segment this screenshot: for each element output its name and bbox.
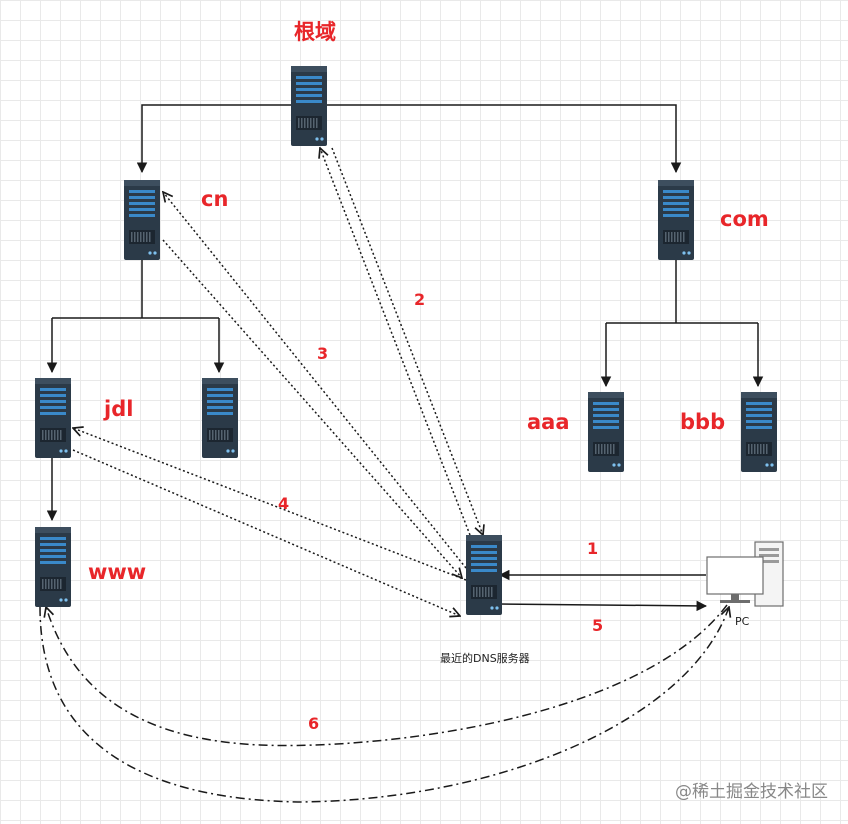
step-1-label: 1 xyxy=(587,539,599,558)
aaa-server-icon xyxy=(588,392,624,472)
jdl-server-icon xyxy=(35,378,71,458)
pc-label: PC xyxy=(735,615,750,628)
step-4-label: 4 xyxy=(278,494,290,513)
step-2-label: 2 xyxy=(414,290,426,309)
com-label: com xyxy=(720,207,769,231)
tree-connectors xyxy=(46,104,764,522)
cn-label: cn xyxy=(201,187,229,211)
step-3-label: 3 xyxy=(317,344,329,363)
aaa-label: aaa xyxy=(527,410,570,434)
dns-server-icon xyxy=(466,535,502,615)
www-server-icon xyxy=(35,527,71,607)
jdl-label: jdl xyxy=(104,397,134,421)
pc-icon xyxy=(706,541,784,607)
query-arrows xyxy=(39,148,729,803)
root-domain-label: 根域 xyxy=(294,20,336,44)
cn-server-icon xyxy=(124,180,160,260)
bbb-server-icon xyxy=(741,392,777,472)
jdl-sibling-server-icon xyxy=(202,378,238,458)
com-server-icon xyxy=(658,180,694,260)
www-label: www xyxy=(88,560,147,584)
credit-watermark: @稀土掘金技术社区 xyxy=(675,782,828,802)
bbb-label: bbb xyxy=(680,410,726,434)
dns-server-label: 最近的DNS服务器 xyxy=(440,652,530,665)
root-server-icon xyxy=(291,66,327,146)
step-6-label: 6 xyxy=(308,714,320,733)
step-5-label: 5 xyxy=(592,616,604,635)
